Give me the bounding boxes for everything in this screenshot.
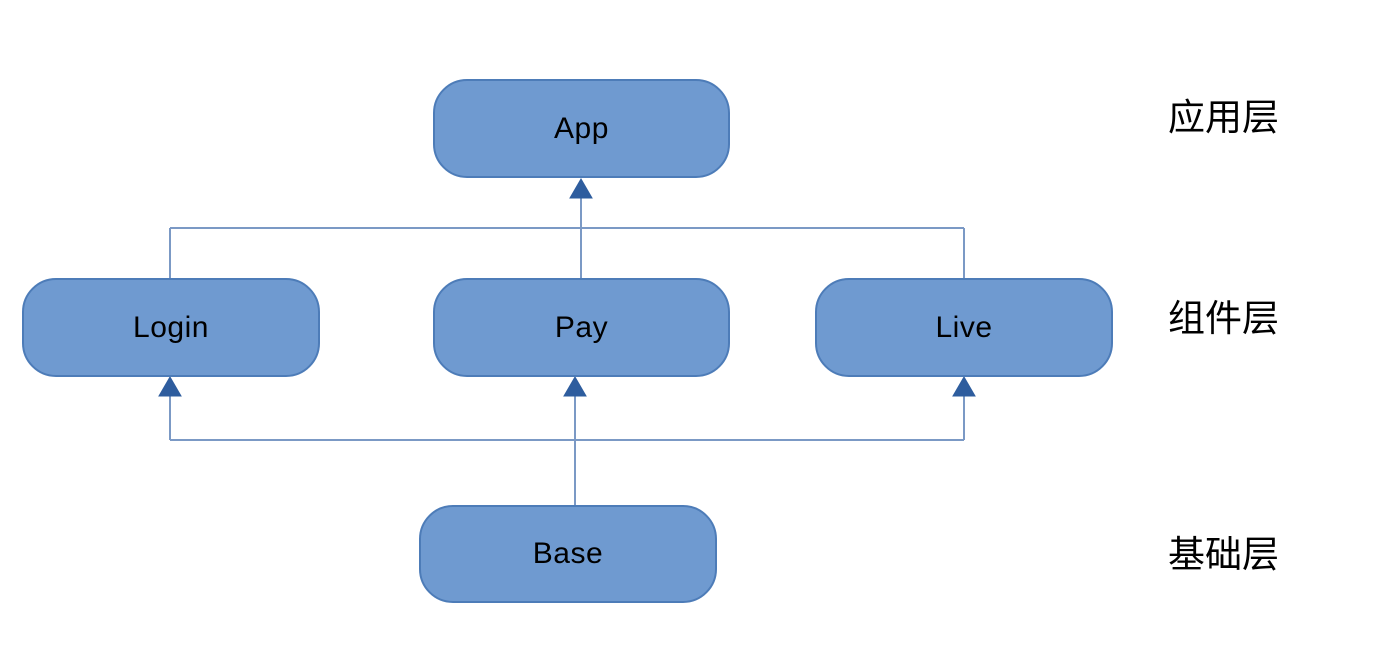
arrowhead-to-app [569, 178, 593, 199]
node-app-label: App [554, 111, 609, 145]
node-login: Login [22, 278, 320, 377]
node-base-label: Base [532, 537, 604, 570]
layer-label-base: 基础层 [1168, 534, 1279, 575]
layer-label-application: 应用层 [1168, 97, 1279, 138]
node-app: App [433, 79, 730, 178]
node-pay-label: Pay [554, 310, 609, 344]
arrowhead-to-live [952, 376, 976, 397]
node-base: Base [419, 505, 717, 603]
arrowhead-to-login [158, 376, 182, 397]
node-login-label: Login [133, 310, 209, 344]
layer-label-component: 组件层 [1168, 298, 1279, 339]
node-pay: Pay [433, 278, 730, 377]
node-live: Live [815, 278, 1113, 377]
node-live-label: Live [935, 310, 993, 344]
arrowhead-to-pay [563, 376, 587, 397]
